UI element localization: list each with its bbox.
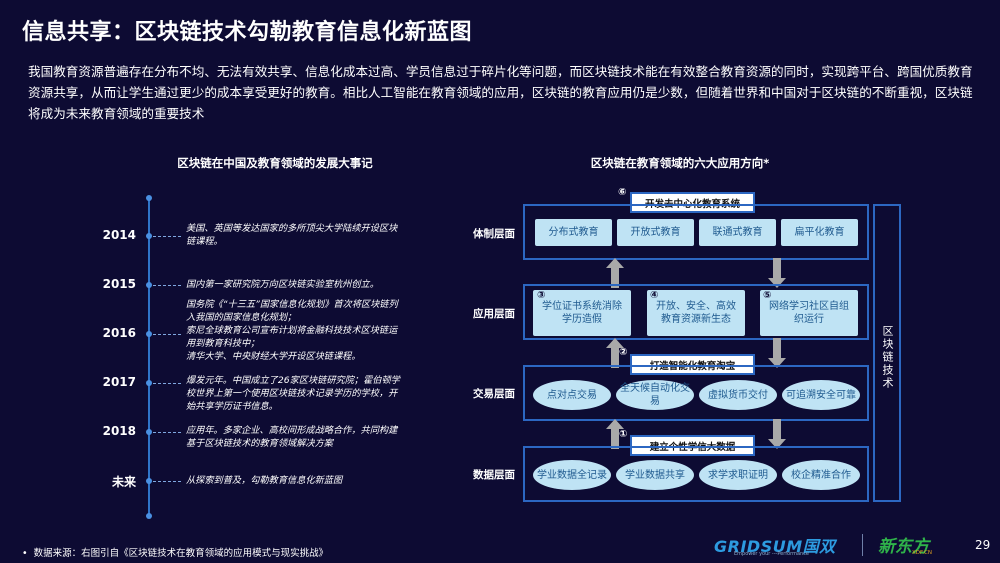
callout-number-6: ⑥	[618, 187, 627, 198]
arrow-up-icon	[606, 258, 624, 288]
arrow-up-icon	[606, 338, 624, 368]
callout-number-3: ③	[537, 290, 546, 301]
timeline-year-future: 未来	[111, 475, 136, 489]
footnote-bullet: •	[22, 548, 28, 559]
page-number: 29	[975, 538, 991, 552]
timeline-event-2016: 国务院《“十三五”国家信息化规划》首次将区块链列入我国的国家信息化规划； 索尼全…	[186, 299, 398, 362]
cell-open-education: 开放式教育	[617, 219, 694, 246]
callout-number-2: ②	[619, 347, 628, 358]
cell-school-enterprise: 校企精准合作	[782, 460, 860, 490]
arrow-up-icon	[606, 419, 624, 449]
timeline-event-future: 从探索到普及，勾勒教育信息化新蓝图	[186, 475, 343, 486]
diagram-heading: 区块链在教育领域的六大应用方向*	[590, 156, 770, 170]
cell-academic-sharing: 学业数据共享	[616, 460, 694, 490]
page-title: 信息共享：区块链技术勾勒教育信息化新蓝图	[22, 20, 473, 45]
callout-number-5: ⑤	[763, 290, 772, 301]
timeline-year-2016: 2016	[102, 326, 136, 340]
blockchain-tech-label: 区块链技术	[881, 325, 894, 390]
layer-label-transaction: 交易层面	[473, 388, 515, 400]
timeline-connector	[153, 236, 181, 237]
gridsum-logo: GRIDSUM国双	[714, 537, 836, 556]
timeline-event-2015: 国内第一家研究院万向区块链实验室杭州创立。	[186, 279, 379, 290]
cell-distributed-education: 分布式教育	[535, 219, 612, 246]
arrow-down-icon	[768, 338, 786, 368]
cell-automated-transaction: 全天候自动化交易	[616, 380, 694, 410]
cell-degree-certificate: 学位证书系统消除学历造假	[533, 290, 631, 336]
callout-number-1: ①	[619, 429, 628, 440]
timeline-connector	[153, 481, 181, 482]
layer-box-transaction	[523, 365, 869, 421]
timeline-dot	[146, 331, 152, 337]
timeline-dot	[146, 429, 152, 435]
cell-traceable-secure: 可追溯安全可靠	[782, 380, 860, 410]
timeline-heading: 区块链在中国及教育领域的发展大事记	[177, 156, 373, 170]
cell-career-proof: 求学求职证明	[699, 460, 777, 490]
cell-p2p-transaction: 点对点交易	[533, 380, 611, 410]
gridsum-tagline: Empower your ---Performance	[734, 551, 810, 557]
layer-box-institution	[523, 204, 869, 260]
cell-learning-community: 网络学习社区自组织运行	[760, 290, 858, 336]
logo-divider	[862, 534, 863, 556]
intro-paragraph: 我国教育资源普遍存在分布不均、无法有效共享、信息化成本过高、学员信息过于碎片化等…	[28, 64, 973, 121]
timeline-year-2015: 2015	[102, 277, 136, 291]
blockchain-tech-column	[873, 204, 901, 502]
cell-connected-education: 联通式教育	[699, 219, 776, 246]
timeline-end-dot	[146, 513, 152, 519]
layer-label-institution: 体制层面	[473, 228, 515, 240]
arrow-down-icon	[768, 419, 786, 449]
arrow-down-icon	[768, 258, 786, 288]
xdf-logo: 新东方	[878, 537, 929, 557]
cell-resource-ecosystem: 开放、安全、高效教育资源新生态	[647, 290, 745, 336]
cell-academic-record: 学业数据全记录	[533, 460, 611, 490]
cell-flat-education: 扁平化教育	[781, 219, 858, 246]
layer-box-data	[523, 446, 869, 502]
timeline-dot	[146, 233, 152, 239]
callout-number-4: ④	[650, 290, 659, 301]
xdf-logo-sub: XDF.CN	[912, 550, 932, 556]
data-source-footnote: • 数据来源：右图引自《区块链技术在教育领域的应用模式与现实挑战》	[22, 545, 328, 559]
timeline-connector	[153, 334, 181, 335]
layer-label-application: 应用层面	[473, 308, 515, 320]
footnote-text: 数据来源：右图引自《区块链技术在教育领域的应用模式与现实挑战》	[33, 548, 329, 559]
timeline-connector	[153, 383, 181, 384]
layer-label-data: 数据层面	[473, 469, 515, 481]
timeline-axis	[148, 198, 150, 518]
timeline-year-2014: 2014	[102, 228, 136, 242]
timeline-event-2017: 爆发元年。中国成立了26家区块链研究院；霍伯顿学校世界上第一个使用区块链技术记录…	[186, 375, 400, 412]
timeline-start-dot	[146, 195, 152, 201]
timeline-dot	[146, 282, 152, 288]
timeline-year-2018: 2018	[102, 424, 136, 438]
timeline-year-2017: 2017	[102, 375, 136, 389]
timeline-dot	[146, 478, 152, 484]
timeline-connector	[153, 285, 181, 286]
cell-virtual-currency: 虚拟货币交付	[699, 380, 777, 410]
timeline-event-2018: 应用年。多家企业、高校间形成战略合作，共同构建基于区块链技术的教育领域解决方案	[186, 425, 398, 449]
layer-box-application	[523, 284, 869, 340]
timeline-connector	[153, 432, 181, 433]
timeline-event-2014: 美国、英国等发达国家的多所顶尖大学陆续开设区块链课程。	[186, 223, 398, 247]
timeline-dot	[146, 380, 152, 386]
